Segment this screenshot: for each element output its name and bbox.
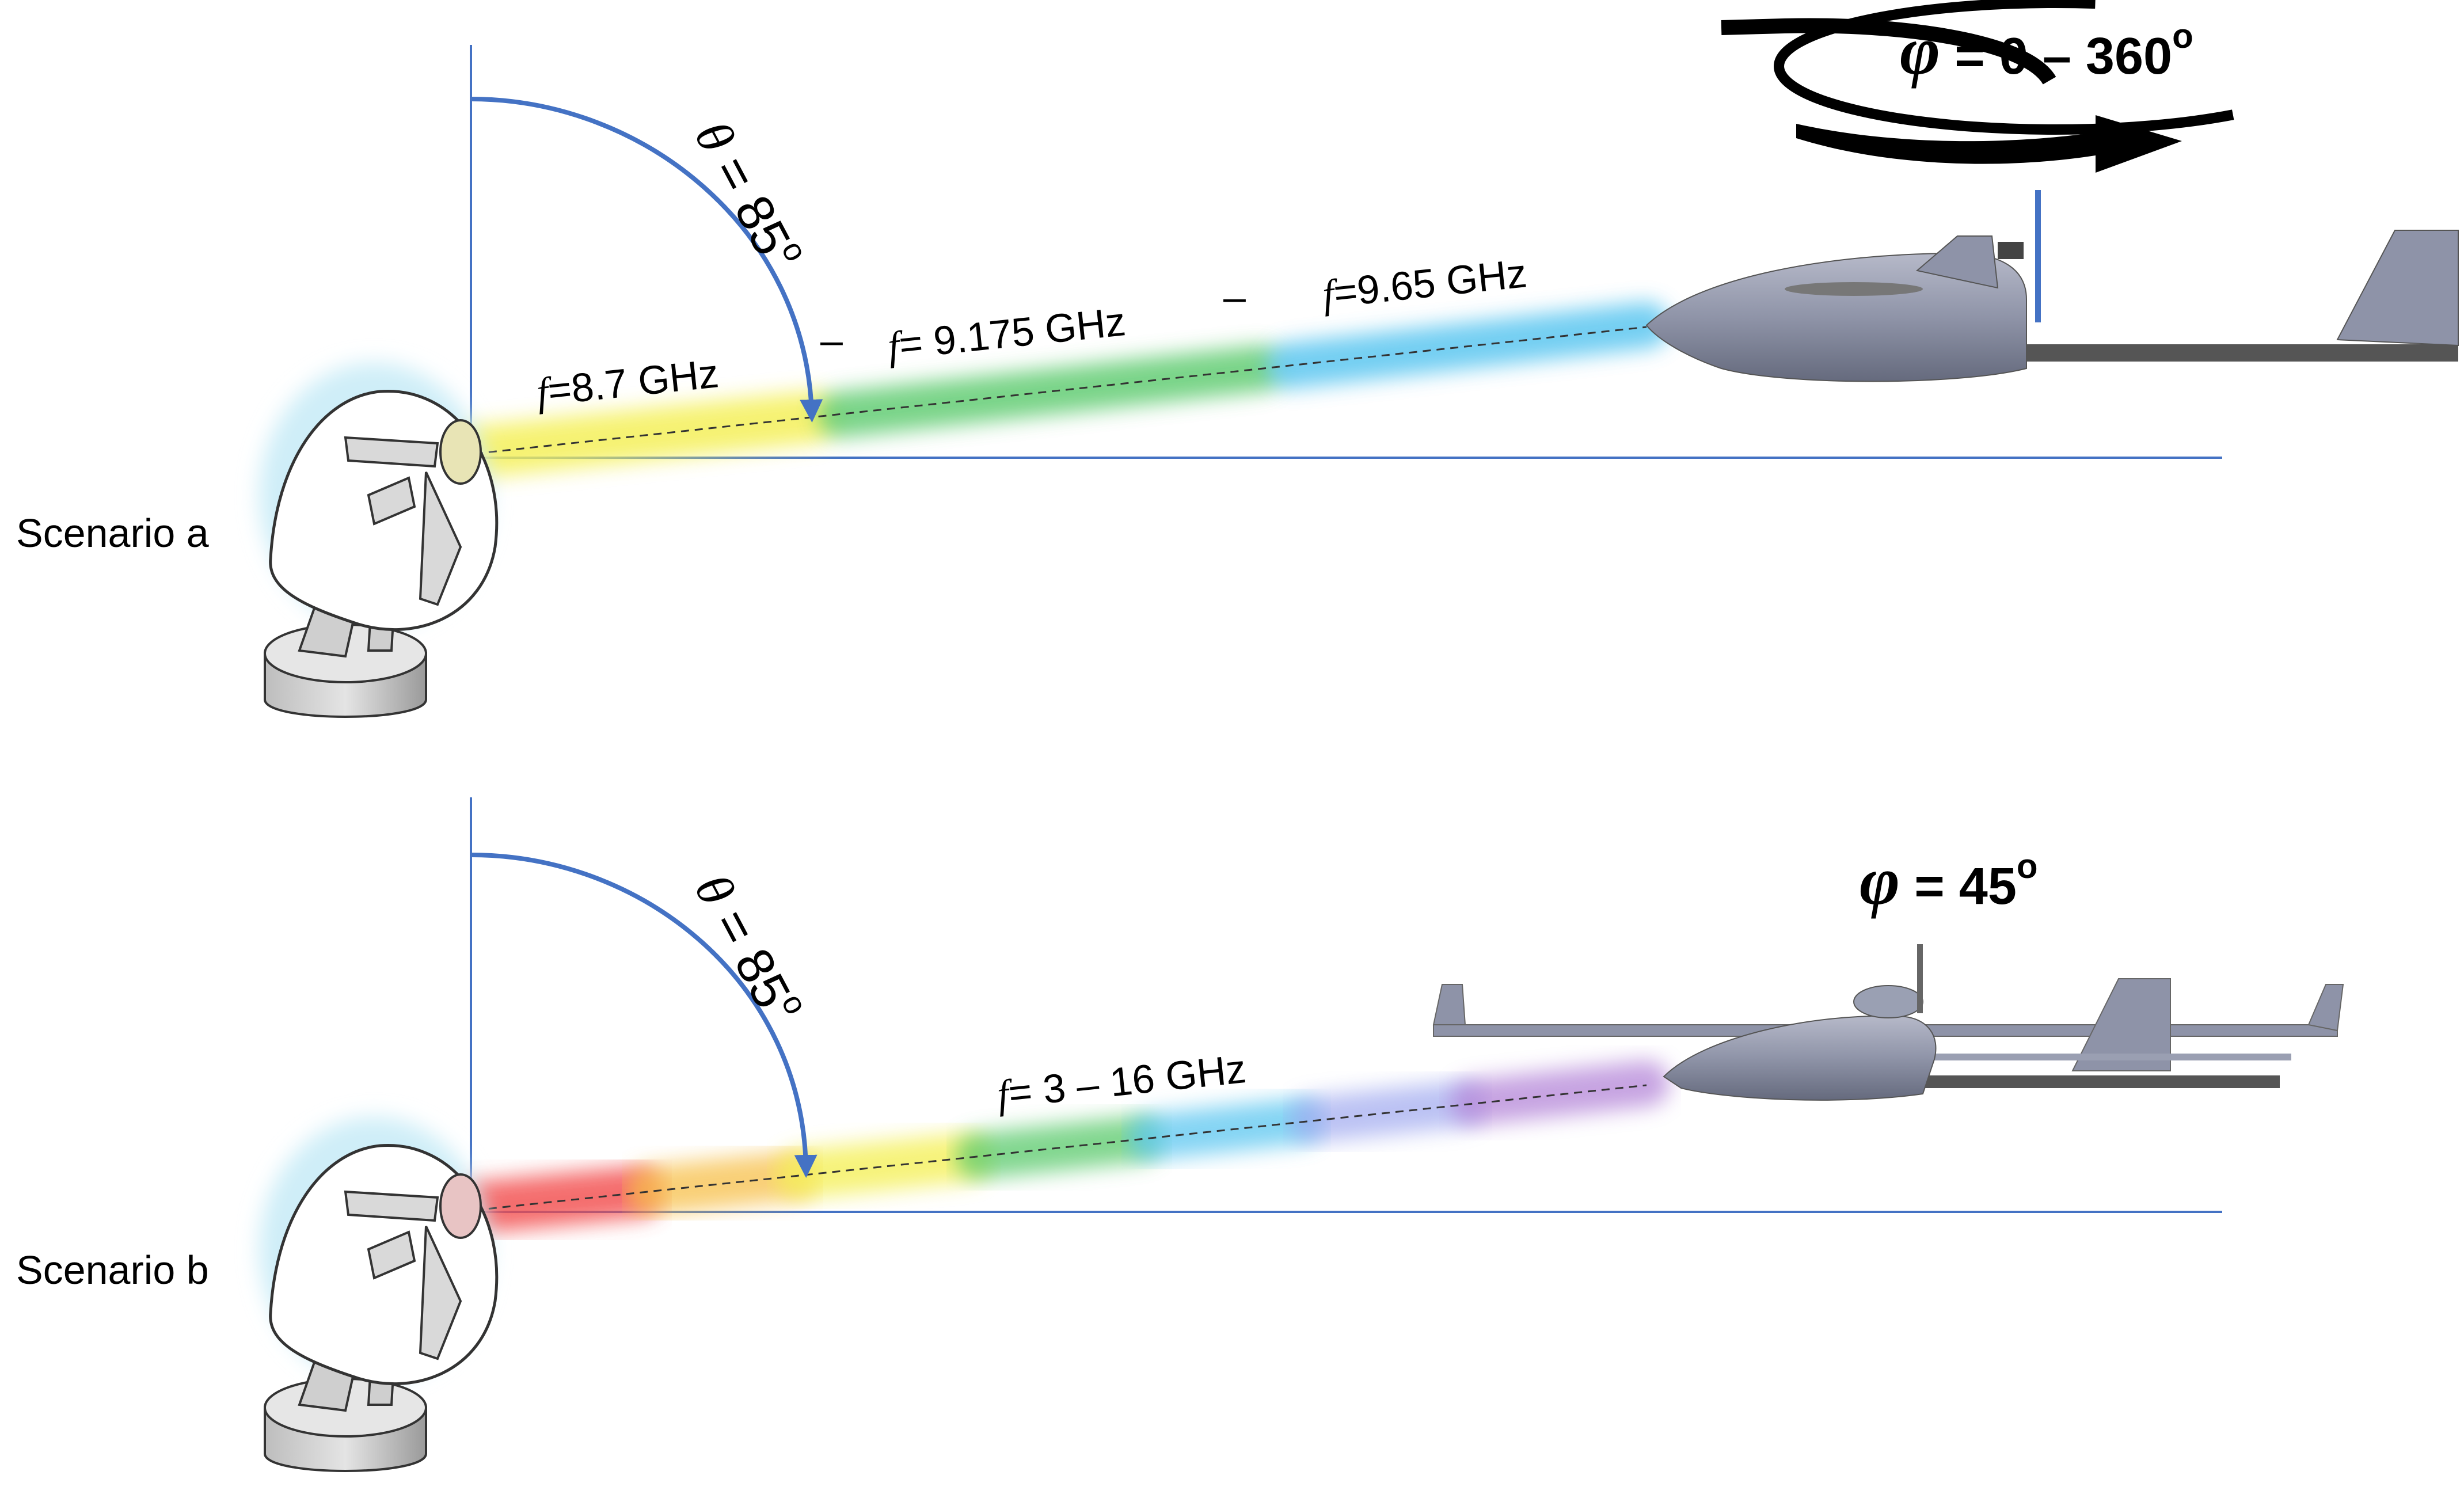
beam-segment-lavender: [1290, 1081, 1485, 1143]
scenario-b-phi-label: φ = 45o: [1860, 842, 2038, 919]
satellite-dish-icon: [259, 363, 499, 718]
scenario-a-dash-2: –: [1223, 275, 1246, 320]
scenario-b-freq: f= 3 – 16 GHz: [995, 1046, 1248, 1117]
scenario-b-group: θ = 85o f= 3 – 16 GHz φ = 45o: [16, 797, 2344, 1472]
scenario-b-label: Scenario b: [16, 1248, 209, 1292]
beam-segment-purple: [1451, 1060, 1670, 1126]
uav-aircraft-icon: [1645, 190, 2459, 382]
scenario-a-phi-label: φ = 0 – 360o: [1900, 12, 2193, 89]
beam-segment-yellow: [775, 1132, 992, 1199]
satellite-dish-icon: [259, 1117, 499, 1472]
scenario-a-label: Scenario a: [16, 511, 209, 556]
scenario-a-freq-2: f= 9.175 GHz: [885, 299, 1127, 369]
scenario-a-theta-label: θ = 85o: [683, 109, 814, 280]
beam-centerline: [474, 326, 1647, 455]
scenario-b-theta-label: θ = 85o: [683, 862, 814, 1033]
uav-aircraft-icon: [1432, 944, 2344, 1101]
beam-segment-blue: [1267, 302, 1670, 389]
scenario-b-theta-arc: [470, 853, 817, 1178]
beam-segment-blue: [1128, 1098, 1324, 1160]
scenario-a-theta-arc: [470, 97, 823, 423]
scenario-a-dash-1: –: [820, 318, 843, 363]
scenario-a-beam: [449, 302, 1670, 478]
scenario-a-group: θ = 85o f=8.7 GHz – f= 9.175 GHz – f=9.6…: [16, 0, 2459, 718]
rotation-arrow-icon: [1721, 0, 2337, 173]
scenario-b-beam: [449, 1060, 1670, 1234]
scenario-a-freq-3: f=9.65 GHz: [1320, 250, 1528, 317]
beam-centerline: [474, 1084, 1647, 1211]
beam-segment-red: [449, 1166, 665, 1234]
